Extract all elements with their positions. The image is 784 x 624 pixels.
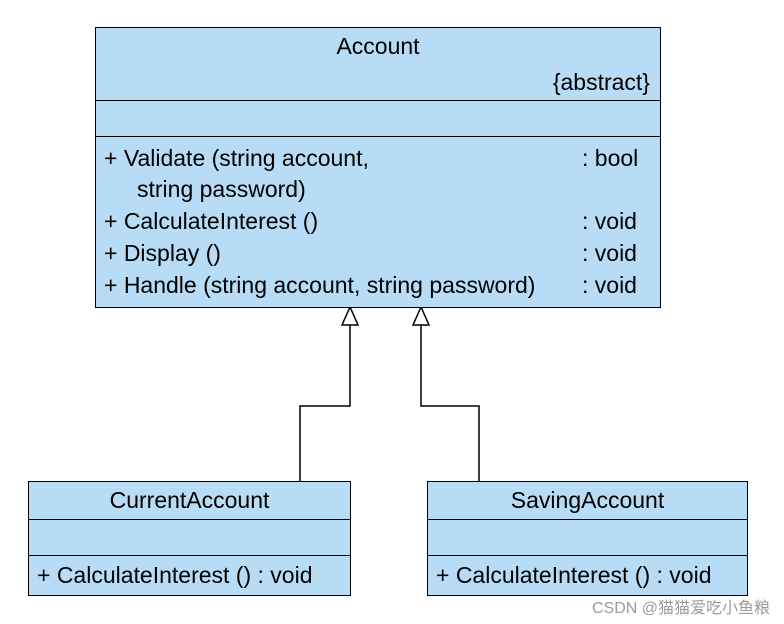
operation-handle-return: : void xyxy=(582,272,637,298)
class-saving-account-operations-compartment: + CalculateInterest () : void xyxy=(428,556,747,595)
operation-validate: + Validate (string account, xyxy=(104,145,369,171)
generalization-line-saving xyxy=(420,325,480,481)
generalization-arrowhead-saving xyxy=(411,305,431,326)
generalization-arrowhead-current xyxy=(340,305,360,326)
class-saving-account-name: SavingAccount xyxy=(510,487,665,513)
operation-calculate-interest: + CalculateInterest () xyxy=(104,208,319,234)
class-saving-account-attributes-compartment xyxy=(428,520,747,556)
class-account-operations-compartment: + Validate (string account, : bool strin… xyxy=(96,137,660,307)
class-account-name: Account xyxy=(336,33,420,59)
class-account-stereotype: {abstract} xyxy=(552,69,650,95)
class-current-account[interactable]: CurrentAccount + CalculateInterest () : … xyxy=(28,481,351,596)
operation-validate-return: : bool xyxy=(582,145,639,171)
class-current-account-attributes-compartment xyxy=(29,520,350,556)
generalization-line-current xyxy=(299,325,351,481)
operation-display: + Display () xyxy=(104,240,221,266)
class-account-attributes-compartment xyxy=(96,101,660,137)
operation-validate-continuation: string password) xyxy=(137,176,306,202)
watermark-text: CSDN @猫猫爱吃小鱼粮 xyxy=(591,600,770,617)
operation-calculate-interest-return: : void xyxy=(582,208,637,234)
class-account[interactable]: Account {abstract} + Validate (string ac… xyxy=(95,27,661,308)
operation-handle: + Handle (string account, string passwor… xyxy=(104,272,536,298)
class-saving-account[interactable]: SavingAccount + CalculateInterest () : v… xyxy=(427,481,748,596)
operation-display-return: : void xyxy=(582,240,637,266)
class-current-account-name-compartment: CurrentAccount xyxy=(29,482,350,520)
class-saving-account-name-compartment: SavingAccount xyxy=(428,482,747,520)
class-account-name-compartment: Account {abstract} xyxy=(96,28,660,101)
current-account-operation-calculate-interest: + CalculateInterest () : void xyxy=(37,562,313,588)
saving-account-operation-calculate-interest: + CalculateInterest () : void xyxy=(436,562,712,588)
class-current-account-name: CurrentAccount xyxy=(109,487,270,513)
class-current-account-operations-compartment: + CalculateInterest () : void xyxy=(29,556,350,595)
